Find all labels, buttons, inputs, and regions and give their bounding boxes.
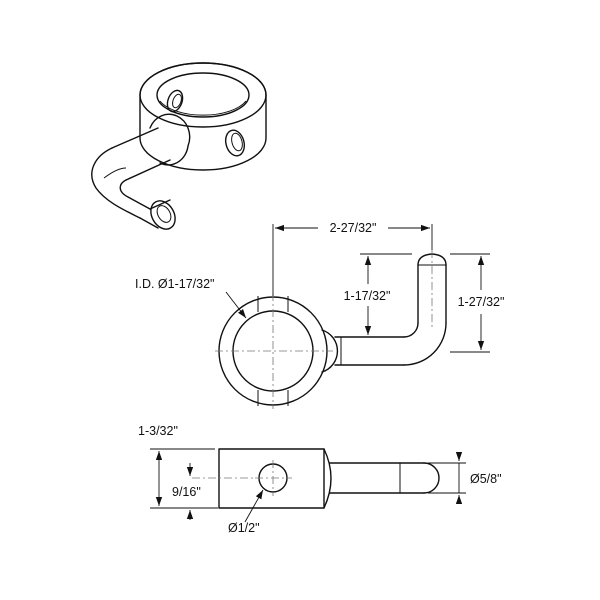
dim-hole-diameter-label: Ø1/2" (228, 521, 260, 535)
dim-collar-height-label: 1-3/32" (138, 424, 178, 438)
top-view (215, 250, 447, 409)
dim-total-height-label: 1-27/32" (458, 295, 505, 309)
dimension-hole-diameter: Ø1/2" (228, 489, 264, 535)
dimension-overall-width: 2-27/32" (272, 221, 433, 296)
dim-pin-diameter-label: Ø5/8" (470, 472, 502, 486)
dimension-hole-offset: 9/16" (172, 463, 218, 520)
dimension-total-height: 1-27/32" (450, 253, 505, 353)
dimension-hook-height: 1-17/32" (344, 253, 412, 338)
dim-hook-height-label: 1-17/32" (344, 289, 391, 303)
isometric-view (91, 62, 267, 230)
side-view (192, 448, 440, 509)
dimension-pin-diameter: Ø5/8" (428, 452, 502, 504)
set-screw-hole-side (166, 89, 184, 113)
dim-inner-diameter-label: I.D. Ø1-17/32" (135, 277, 214, 291)
dim-overall-width-label: 2-27/32" (330, 221, 377, 235)
set-screw-hole-front (224, 129, 246, 157)
dimension-inner-diameter: I.D. Ø1-17/32" (135, 277, 247, 319)
dim-hole-offset-label: 9/16" (172, 485, 201, 499)
